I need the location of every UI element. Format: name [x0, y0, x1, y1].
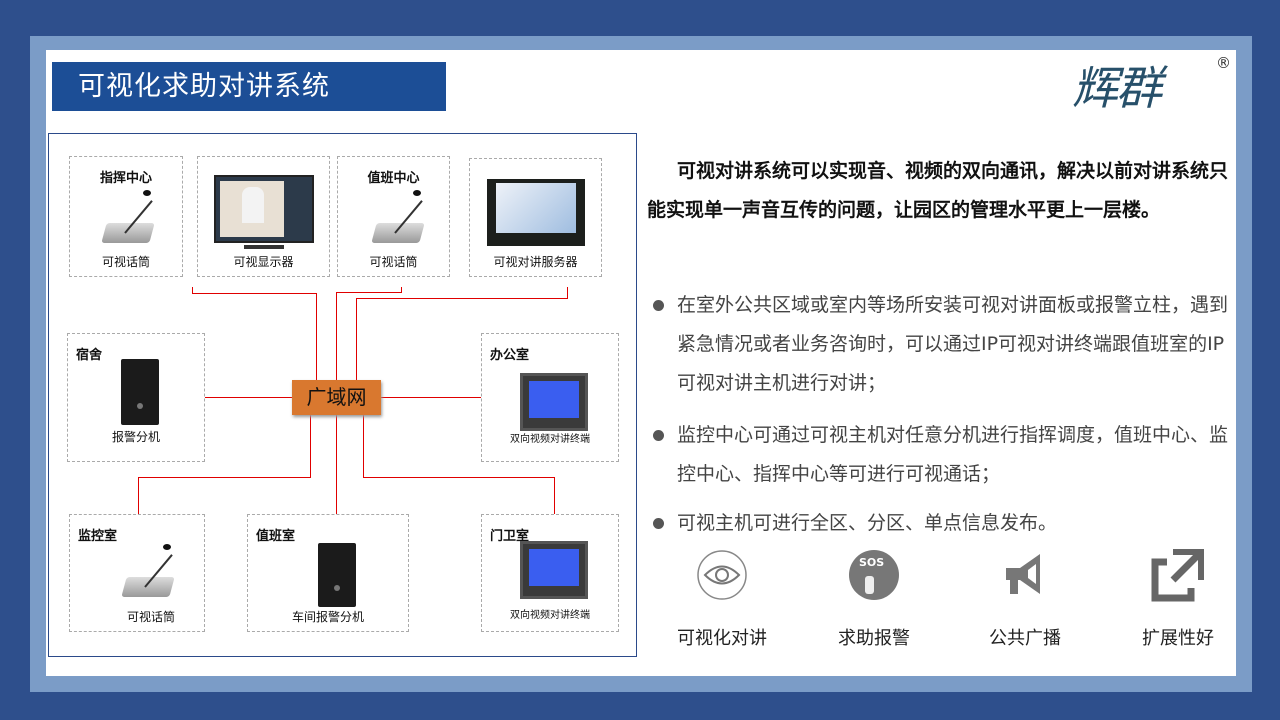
connection-line — [316, 293, 317, 380]
node-header: 门卫室 — [490, 529, 530, 544]
connection-line — [310, 415, 311, 478]
node-command-center: 指挥中心 可视话筒 — [69, 156, 183, 277]
node-caption: 可视对讲服务器 — [493, 255, 578, 269]
node-caption: 双向视频对讲终端 — [510, 434, 590, 445]
node-header: 办公室 — [490, 348, 530, 363]
connection-line — [356, 298, 568, 299]
bullet-item: 在室外公共区域或室内等场所安装可视对讲面板或报警立柱，遇到紧急情况或者业务咨询时… — [653, 286, 1242, 403]
external-link-icon — [1151, 548, 1205, 602]
node-duty-center: 值班中心 可视话筒 — [337, 156, 450, 277]
registered-mark: ® — [1216, 54, 1231, 72]
connection-line — [567, 287, 568, 299]
node-caption: 双向视频对讲终端 — [510, 610, 590, 621]
video-handset-icon — [366, 187, 426, 247]
connection-line — [363, 415, 364, 478]
feature-visual-intercom: 可视化对讲 — [662, 548, 782, 650]
feature-label: 公共广播 — [989, 628, 1061, 649]
alarm-extension-icon — [318, 543, 356, 607]
bullet-dot-icon — [653, 300, 664, 311]
network-diagram — [48, 133, 637, 657]
connection-line — [336, 415, 337, 514]
feature-label: 可视化对讲 — [677, 628, 767, 649]
video-handset-icon — [116, 541, 176, 601]
node-header: 值班室 — [256, 529, 296, 544]
bullet-text: 监控中心可通过可视主机对任意分机进行指挥调度，值班中心、监控中心、指挥中心等可进… — [677, 424, 1229, 485]
connection-line — [138, 477, 139, 514]
node-dormitory: 宿舍 报警分机 — [67, 333, 205, 462]
feature-sos-alarm: SOS 求助报警 — [814, 548, 934, 650]
feature-label: 扩展性好 — [1142, 628, 1214, 649]
bullet-text: 在室外公共区域或室内等场所安装可视对讲面板或报警立柱，遇到紧急情况或者业务咨询时… — [677, 294, 1229, 394]
bullet-dot-icon — [653, 518, 664, 529]
sos-button-icon: SOS — [847, 548, 901, 602]
feature-extensibility: 扩展性好 — [1118, 548, 1238, 650]
eye-icon — [695, 548, 749, 602]
video-handset-icon — [96, 187, 156, 247]
brand-logo: 辉群 — [1072, 61, 1162, 115]
node-header: 监控室 — [78, 529, 118, 544]
node-caption: 可视话筒 — [101, 255, 150, 269]
node-caption: 可视话筒 — [126, 610, 175, 624]
node-caption: 可视话筒 — [369, 255, 418, 269]
bullet-text: 可视主机可进行全区、分区、单点信息发布。 — [677, 512, 1058, 534]
connection-line — [363, 477, 554, 478]
node-caption: 可视显示器 — [233, 255, 294, 269]
node-duty-room: 值班室 车间报警分机 — [247, 514, 409, 632]
page-title: 可视化求助对讲系统 — [52, 62, 446, 111]
connection-line — [138, 477, 311, 478]
alarm-extension-icon — [121, 359, 159, 425]
connection-line — [192, 293, 317, 294]
sos-text: SOS — [859, 556, 885, 569]
node-header: 值班中心 — [367, 171, 420, 186]
feature-label: 求助报警 — [838, 628, 910, 649]
connection-line — [205, 397, 292, 398]
node-gatehouse: 门卫室 双向视频对讲终端 — [481, 514, 619, 632]
megaphone-icon — [998, 548, 1052, 602]
monitor-icon — [214, 175, 314, 243]
bullet-dot-icon — [653, 430, 664, 441]
server-icon — [487, 179, 585, 246]
connection-line — [356, 298, 357, 380]
connection-line — [336, 292, 402, 293]
node-header: 宿舍 — [76, 348, 103, 363]
node-caption: 报警分机 — [111, 430, 160, 444]
video-terminal-icon — [520, 373, 588, 431]
intro-paragraph: 可视对讲系统可以实现音、视频的双向通讯，解决以前对讲系统只能实现单一声音互传的问… — [647, 160, 1229, 221]
node-office: 办公室 双向视频对讲终端 — [481, 333, 619, 462]
feature-public-broadcast: 公共广播 — [965, 548, 1085, 650]
connection-line — [336, 292, 337, 380]
bullet-item: 监控中心可通过可视主机对任意分机进行指挥调度，值班中心、监控中心、指挥中心等可进… — [653, 416, 1242, 494]
wan-hub: 广域网 — [292, 380, 381, 415]
connection-line — [381, 397, 481, 398]
node-caption: 车间报警分机 — [291, 610, 364, 624]
node-display: 可视显示器 — [197, 156, 330, 277]
node-monitor-room: 监控室 可视话筒 — [69, 514, 205, 632]
connection-line — [192, 287, 193, 294]
video-terminal-icon — [520, 541, 588, 599]
connection-line — [401, 287, 402, 293]
node-header: 指挥中心 — [99, 171, 152, 186]
bullet-item: 可视主机可进行全区、分区、单点信息发布。 — [653, 504, 1242, 543]
connection-line — [554, 477, 555, 514]
node-server: 可视对讲服务器 — [469, 158, 602, 277]
